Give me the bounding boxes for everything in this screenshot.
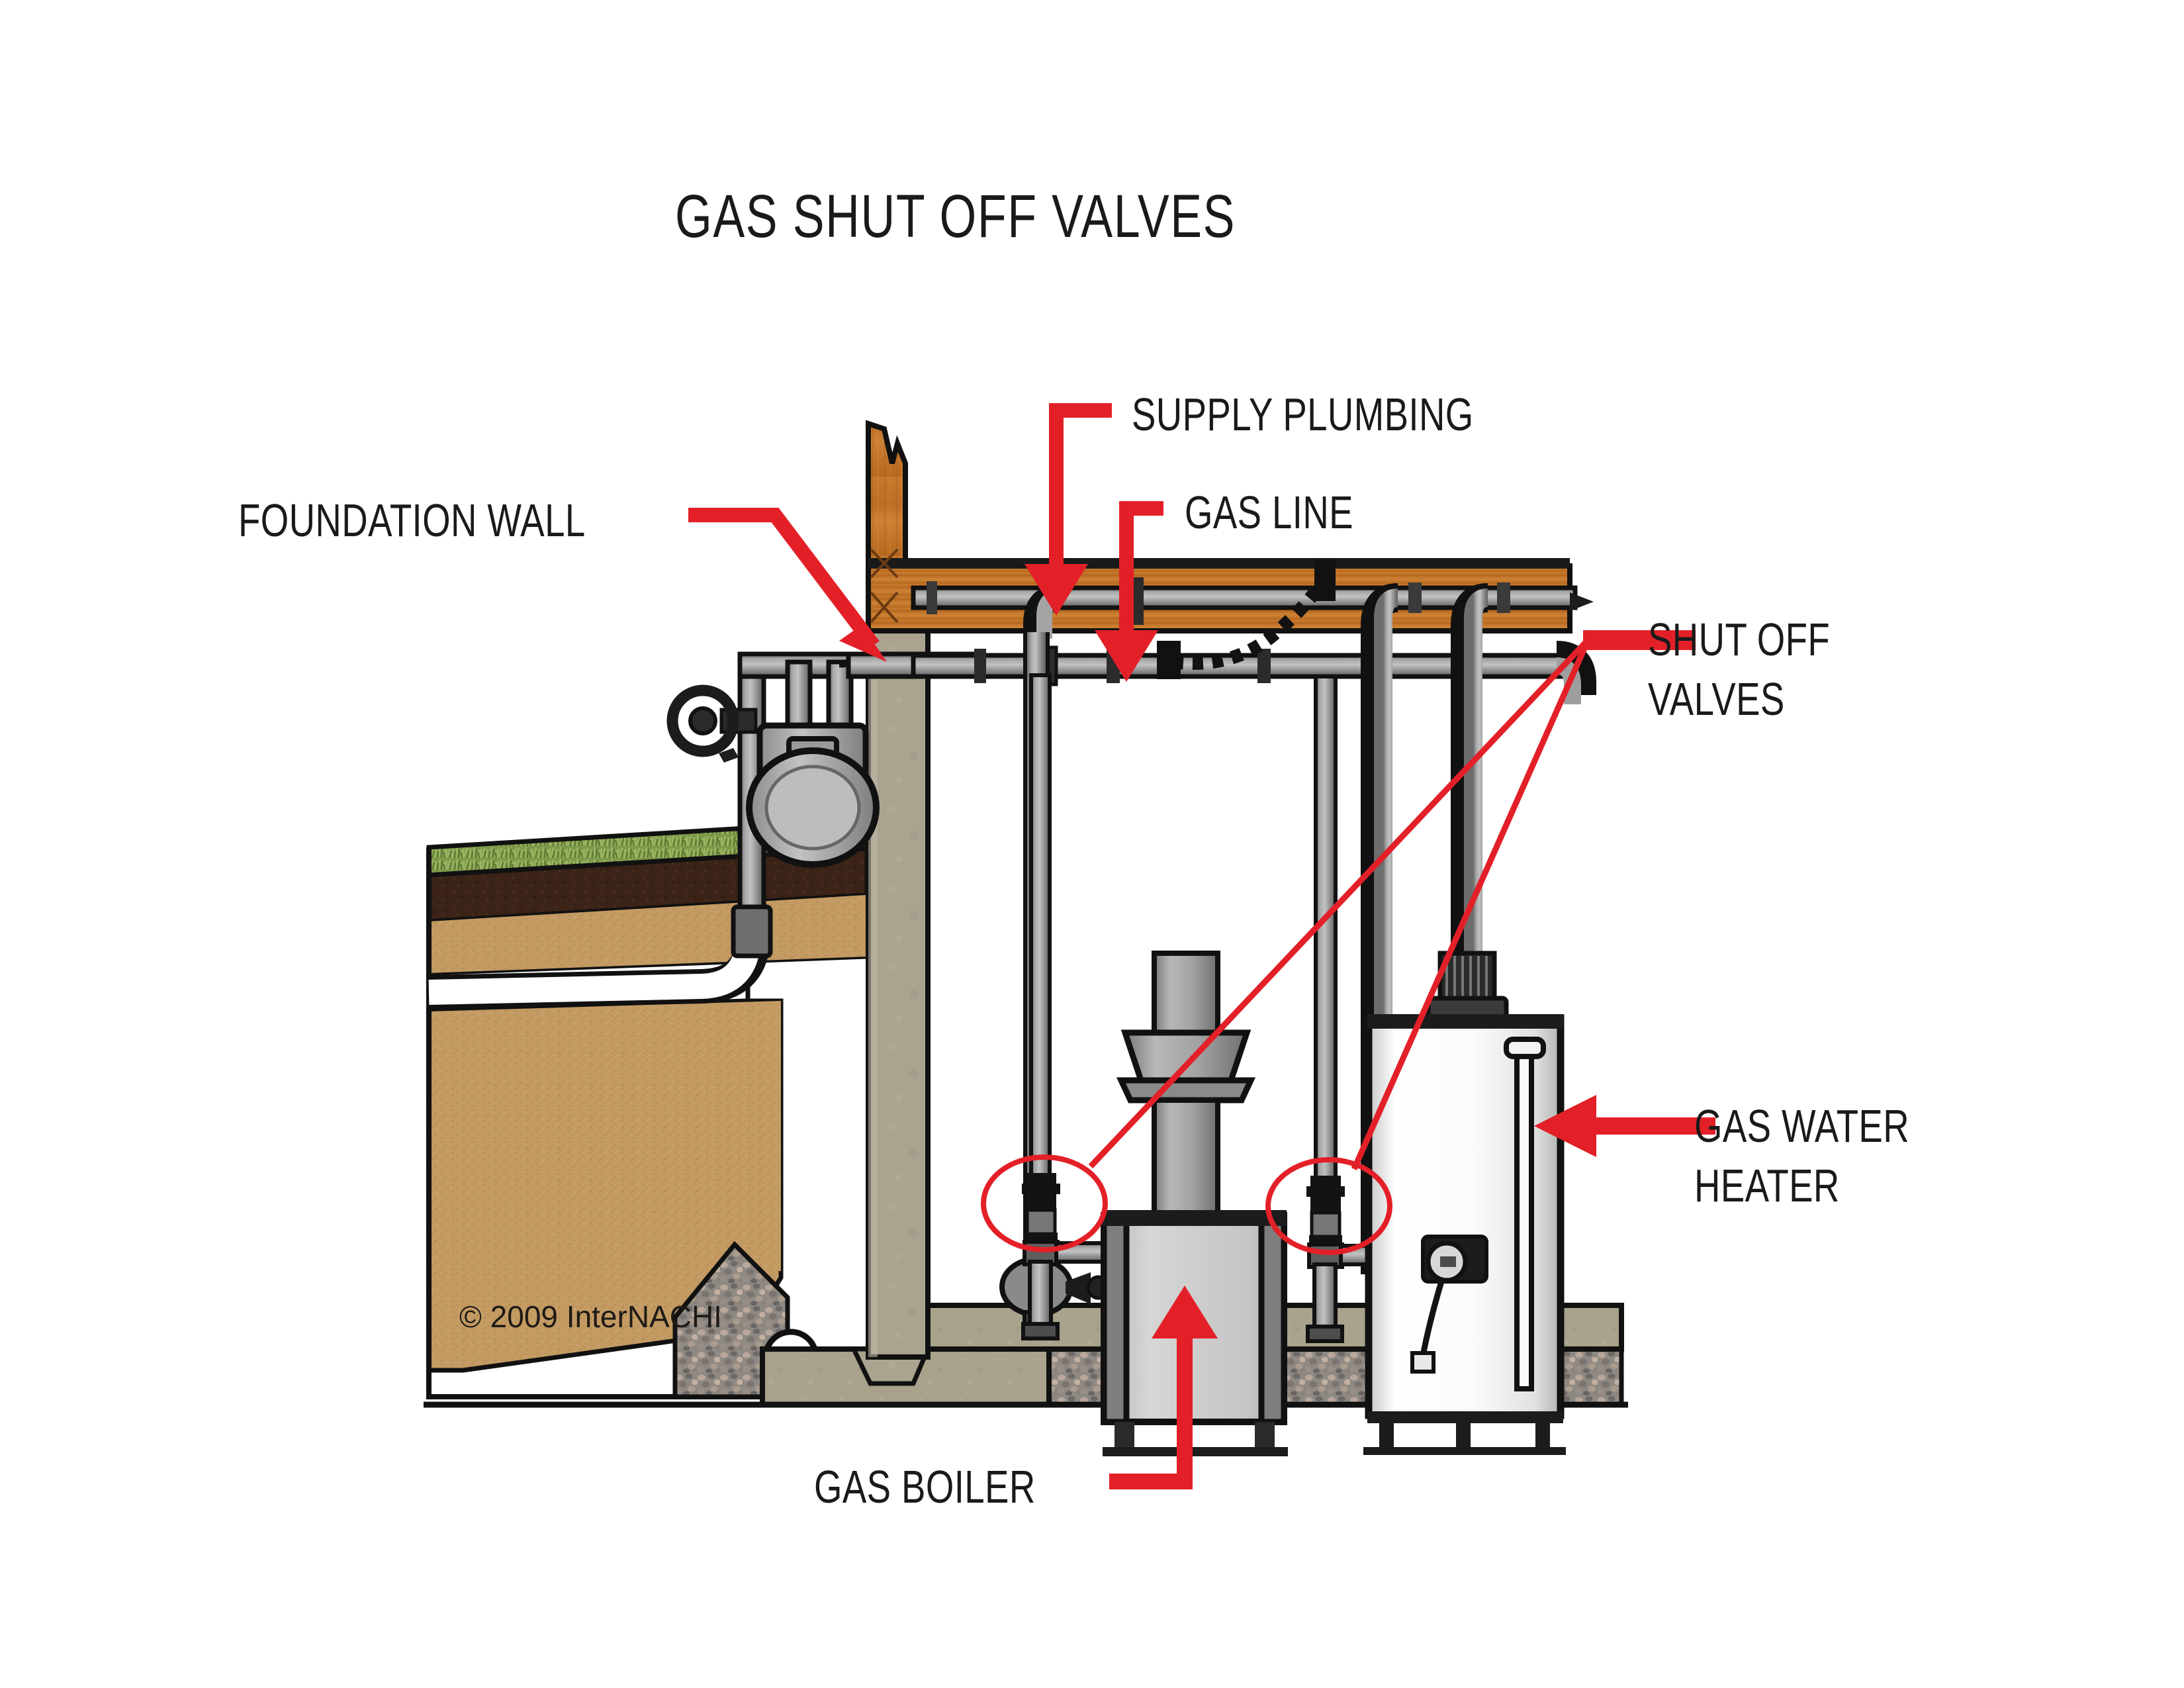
label-shut-off-valves-line2: VALVES xyxy=(1648,673,1785,725)
page-title: GAS SHUT OFF VALVES xyxy=(675,183,1236,250)
label-gas-water-heater-line1: GAS WATER xyxy=(1694,1100,1910,1152)
boiler-draft-hood xyxy=(1120,1029,1251,1084)
shut-off-valve-water-heater xyxy=(1306,1176,1345,1248)
leader-foundation-wall xyxy=(688,508,887,662)
label-supply-plumbing: SUPPLY PLUMBING xyxy=(1132,389,1474,440)
flexible-gas-connector xyxy=(1157,560,1336,679)
label-gas-boiler: GAS BOILER xyxy=(814,1461,1036,1513)
gas-control-valve xyxy=(1410,1235,1488,1374)
gas-branch-water-heater xyxy=(1306,675,1430,1343)
shutoff-valve-highlight-water-heater xyxy=(1265,1157,1392,1255)
label-shut-off-valves-line1: SHUT OFF xyxy=(1648,614,1831,665)
meter-shutoff-valve xyxy=(666,684,758,757)
leader-shut-off-valves xyxy=(1088,630,1696,1170)
label-gas-water-heater-line2: HEATER xyxy=(1694,1160,1840,1211)
gas-meter-assembly xyxy=(666,651,880,959)
leader-gas-boiler xyxy=(1109,1286,1218,1489)
foundation-wall xyxy=(866,626,931,1360)
gas-branch-boiler xyxy=(1021,673,1136,1340)
gas-water-heater xyxy=(1363,951,1566,1455)
temperature-pressure-relief-pipe xyxy=(1504,1037,1546,1391)
shut-off-valve-boiler xyxy=(1022,1173,1060,1246)
label-foundation-wall: FOUNDATION WALL xyxy=(238,494,586,546)
leader-gas-line xyxy=(1095,501,1163,682)
gas-boiler xyxy=(1101,951,1288,1456)
copyright-notice: © 2009 InterNACHI xyxy=(459,1299,722,1334)
leader-supply-plumbing xyxy=(1024,403,1112,616)
water-heater-draft-hood xyxy=(1426,951,1509,1021)
supply-plumbing xyxy=(911,577,1594,1274)
shutoff-valve-highlight-boiler xyxy=(981,1154,1108,1252)
leader-gas-water-heater xyxy=(1534,1095,1715,1157)
label-gas-line: GAS LINE xyxy=(1185,487,1353,538)
